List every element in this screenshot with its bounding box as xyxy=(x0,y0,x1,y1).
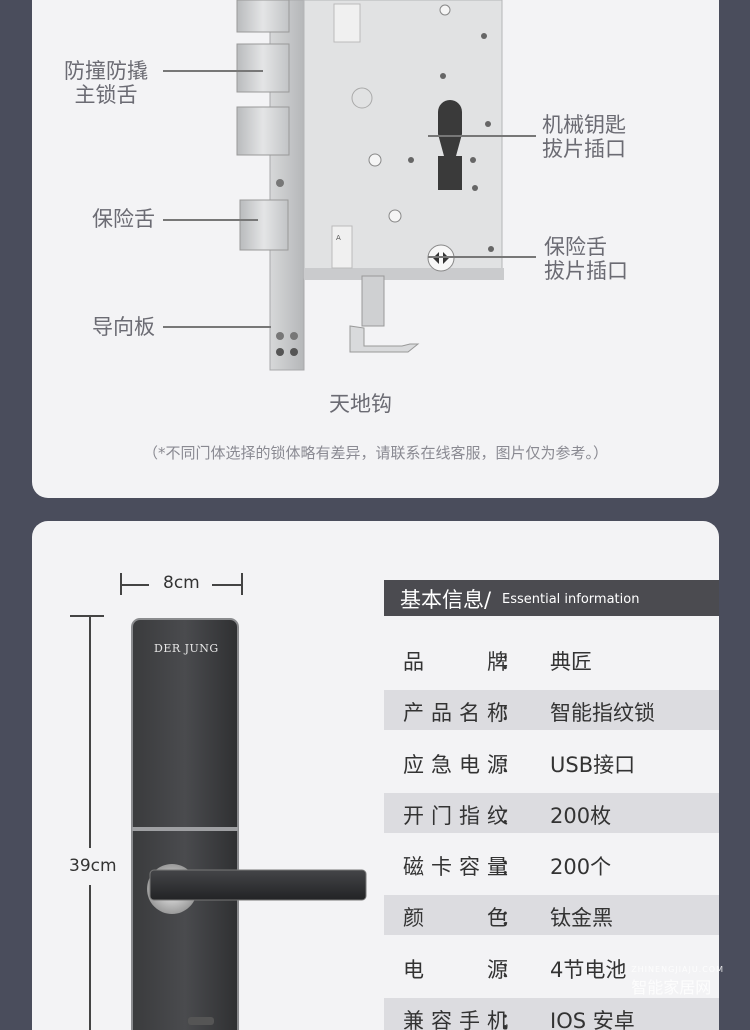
specs-card: 8cm 39cm DER JUNG xyxy=(32,521,719,1030)
width-dimension-line-left xyxy=(121,584,149,586)
height-dimension-label: 39cm xyxy=(69,856,117,876)
height-dimension-line-top xyxy=(89,616,91,848)
spec-row-emergency-power: 应急电源 ： USB接口 xyxy=(403,753,636,777)
callout-guide-plate: 导向板 xyxy=(92,315,155,339)
height-dimension-line-bottom xyxy=(89,885,91,1030)
callout-line-guide-plate xyxy=(163,326,271,328)
callout-key-slot: 机械钥匙 拔片插口 xyxy=(542,113,626,161)
spec-subtitle: Essential information xyxy=(502,592,640,607)
width-dimension-line-right xyxy=(212,584,242,586)
lock-body-diagram-card: A 防撞防撬 主锁舌 保险舌 导向板 机械钥匙 拔片插口 保险舌 xyxy=(32,0,719,498)
callout-hook: 天地钩 xyxy=(329,392,392,416)
width-dimension-tick-right xyxy=(241,573,243,595)
spec-header: 基本信息/ Essential information xyxy=(384,580,719,616)
width-dimension-tick-left xyxy=(120,573,122,595)
spec-row-brand: 品牌 ： 典匠 xyxy=(403,650,592,674)
smart-lock-product-image xyxy=(131,618,367,1030)
callout-line-safety-bolt xyxy=(163,219,258,221)
spec-row-color: 颜色 ： 钛金黑 xyxy=(384,895,719,935)
spec-title: 基本信息/ xyxy=(400,588,492,612)
spec-row-fingerprint: 开门指纹 ： 200枚 xyxy=(384,793,719,833)
width-dimension-label: 8cm xyxy=(163,573,200,593)
height-dimension-tick-top xyxy=(70,615,104,617)
spec-row-power: 电源 ： 4节电池 xyxy=(403,958,627,982)
spec-row-product-name: 产品名称 ： 智能指纹锁 xyxy=(384,690,719,730)
spec-row-card-capacity: 磁卡容量 ： 200个 xyxy=(403,855,612,879)
lock-body-illustration: A xyxy=(236,0,504,371)
callout-line-main-bolt xyxy=(163,70,263,72)
callout-line-safety-slot xyxy=(428,256,536,258)
callout-safety-slot: 保险舌 拔片插口 xyxy=(544,235,628,283)
callout-line-key-slot xyxy=(428,135,536,137)
disclaimer-text: （*不同门体选择的锁体略有差异，请联系在线客服，图片仅为参考。） xyxy=(142,444,608,462)
brand-logo: DER JUNG xyxy=(154,642,219,655)
svg-text:A: A xyxy=(336,234,341,242)
callout-safety-bolt: 保险舌 xyxy=(92,207,155,231)
site-watermark: ZHINENGJIAJU.COM 智能家居网 xyxy=(631,965,724,997)
spec-row-compatibility: 兼容手机 ： IOS 安卓 xyxy=(384,998,719,1030)
callout-main-bolt: 防撞防撬 主锁舌 xyxy=(64,59,148,107)
